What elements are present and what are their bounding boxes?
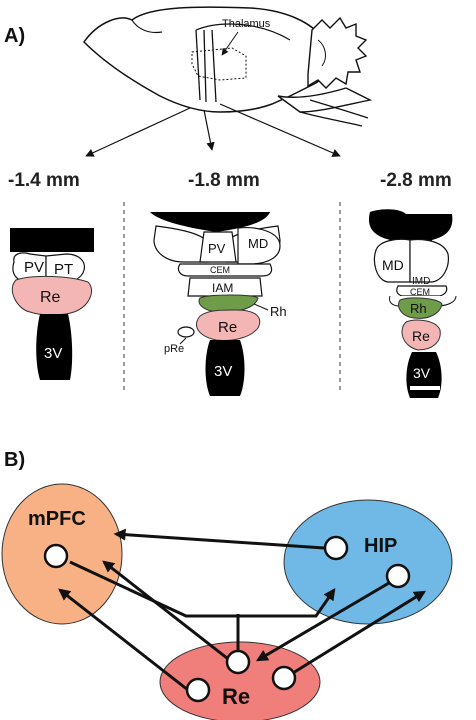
section3-re-label: Re <box>412 328 430 344</box>
hip-label: HIP <box>364 535 397 557</box>
re-node-3 <box>271 665 297 691</box>
mpfc-node <box>43 543 69 569</box>
arrow-re-to-hip <box>287 590 427 678</box>
section1-top-bar <box>10 228 94 252</box>
section2-cem-shape <box>177 263 273 277</box>
depth-label-3: -2.8 mm <box>380 170 452 191</box>
depth-label-2: -1.8 mm <box>188 170 260 191</box>
re-label: Re <box>222 684 250 709</box>
section2-iam-shape <box>187 277 263 297</box>
re-node-2 <box>185 677 211 703</box>
section2-top-bar <box>150 212 270 232</box>
section2-re-label: Re <box>218 319 237 336</box>
arrow-to-section-2 <box>203 109 215 151</box>
section3-md-label: MD <box>382 257 404 273</box>
section3-rh-label: Rh <box>410 301 427 316</box>
section-3 <box>368 209 457 398</box>
hip-region <box>283 499 453 625</box>
panel-b-label: B) <box>4 449 25 471</box>
arrow-mpfc-to-hip <box>69 560 336 618</box>
section1-pv-label: PV <box>24 259 44 276</box>
section3-rh-shape <box>398 297 443 319</box>
arrow-hip-to-mpfc <box>113 528 325 550</box>
arrow-to-section-1 <box>85 107 191 157</box>
arrow-to-section-3 <box>219 103 341 157</box>
node-circles <box>43 535 411 703</box>
section3-ventricle-label: 3V <box>413 365 431 381</box>
brain-outline <box>83 6 373 127</box>
section2-cem-label: CEM <box>210 265 230 275</box>
section2-re-shape <box>196 309 261 341</box>
section1-re-shape <box>11 275 92 316</box>
section-2 <box>150 212 281 396</box>
section2-ventricle-shape <box>205 340 245 396</box>
thalamus-label: Thalamus <box>222 18 271 30</box>
section2-iam-label: IAM <box>212 281 233 295</box>
panel-a-label: A) <box>4 25 25 47</box>
arrow-hip-to-re <box>255 578 395 662</box>
section2-pv-label: PV <box>208 241 226 256</box>
section1-re-label: Re <box>40 289 61 306</box>
section1-ventricle-shape <box>36 314 73 380</box>
section2-pre-label: pRe <box>164 343 184 355</box>
re-node-1 <box>225 649 251 675</box>
thalamus-pointer <box>221 31 239 56</box>
section-1 <box>10 228 94 380</box>
arrow-re-to-mpfc-2 <box>102 560 233 664</box>
section2-ventricle-label: 3V <box>214 363 232 380</box>
section3-top-bar <box>368 209 453 262</box>
mpfc-label: mPFC <box>28 508 86 530</box>
section2-rh-label: Rh <box>270 304 287 319</box>
arrow-re-to-mpfc-1 <box>58 588 189 692</box>
section3-imd-label: IMD <box>412 276 430 287</box>
section1-pt-label: PT <box>54 261 73 278</box>
section2-pv-shape <box>199 231 237 263</box>
hip-node-2 <box>385 563 411 589</box>
section1-ventricle-label: 3V <box>44 345 62 362</box>
section2-rh-shape <box>198 294 259 313</box>
connection-arrows <box>58 528 427 692</box>
rh-pointer <box>253 303 269 311</box>
hip-node-1 <box>323 535 349 561</box>
section2-pre-shape <box>177 326 195 338</box>
depth-label-1: -1.4 mm <box>8 170 80 191</box>
pre-pointer <box>179 337 187 345</box>
section3-re-shape <box>401 319 441 351</box>
section2-md-label: MD <box>248 236 268 251</box>
section3-cem-label: CEM <box>410 287 430 297</box>
